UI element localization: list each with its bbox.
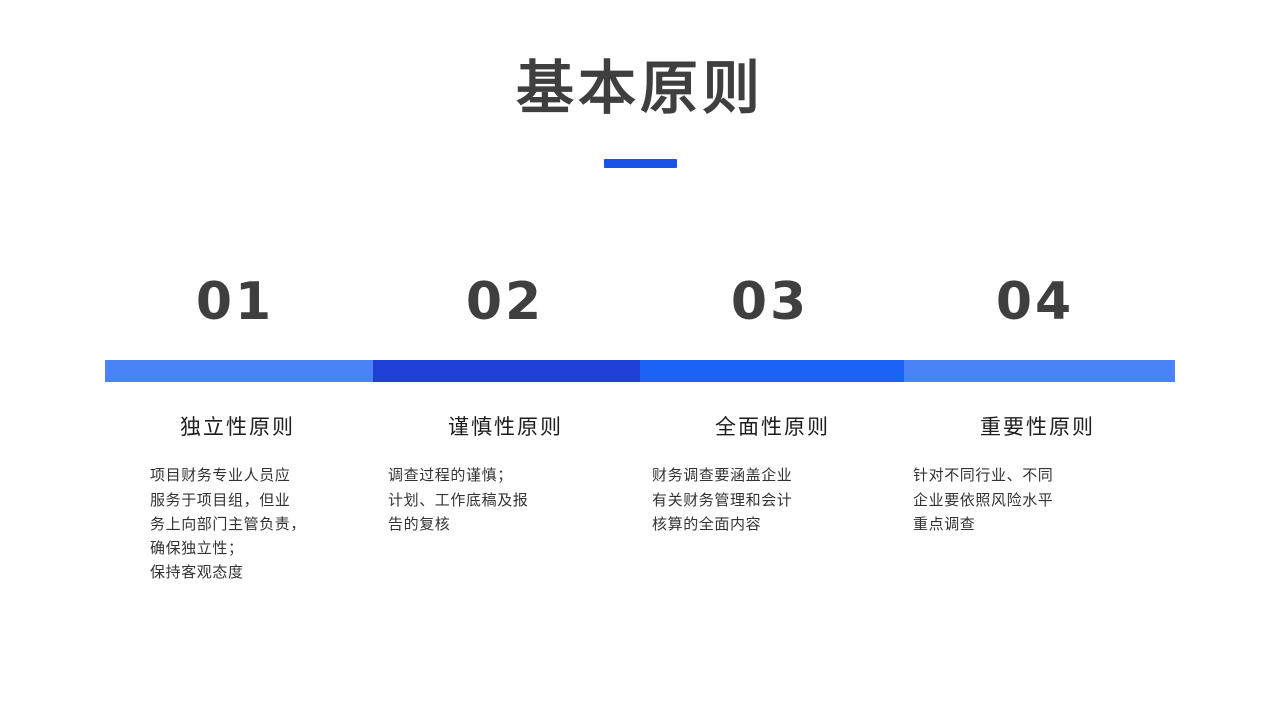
principles-columns: 独立性原则 项目财务专业人员应 服务于项目组，但业 务上向部门主管负责， 确保独… — [105, 414, 1175, 614]
title-accent-underline — [603, 158, 677, 168]
bar-segment-02 — [373, 360, 640, 382]
number-label: 01 — [195, 272, 275, 332]
principle-body: 财务调查要涵盖企业 有关财务管理和会计 核算的全面内容 — [652, 466, 793, 533]
principle-heading: 独立性原则 — [180, 415, 295, 439]
title-block: 基本原则 — [0, 56, 1280, 168]
progress-bar — [105, 360, 1175, 382]
principle-heading: 谨慎性原则 — [448, 415, 563, 439]
principle-column-01: 独立性原则 项目财务专业人员应 服务于项目组，但业 务上向部门主管负责， 确保独… — [105, 414, 370, 585]
step-number-04: 04 — [935, 276, 1135, 328]
principle-column-04: 重要性原则 针对不同行业、不同 企业要依照风险水平 重点调查 — [905, 414, 1170, 536]
bar-segment-01 — [105, 360, 373, 382]
step-number-03: 03 — [670, 276, 870, 328]
number-label: 02 — [465, 272, 545, 332]
bar-segment-03 — [640, 360, 904, 382]
principle-column-02: 谨慎性原则 调查过程的谨慎； 计划、工作底稿及报 告的复核 — [373, 414, 638, 536]
principle-body: 项目财务专业人员应 服务于项目组，但业 务上向部门主管负责， 确保独立性； 保持… — [150, 466, 307, 582]
principle-column-03: 全面性原则 财务调查要涵盖企业 有关财务管理和会计 核算的全面内容 — [640, 414, 905, 536]
step-numbers-row: 01 02 03 04 — [105, 276, 1175, 338]
bar-segment-04 — [904, 360, 1175, 382]
page-title: 基本原则 — [515, 54, 764, 122]
number-label: 04 — [995, 272, 1075, 332]
step-number-02: 02 — [405, 276, 605, 328]
principle-heading: 重要性原则 — [980, 415, 1095, 439]
step-number-01: 01 — [135, 276, 335, 328]
principle-heading: 全面性原则 — [715, 415, 830, 439]
number-label: 03 — [730, 272, 810, 332]
principle-body: 调查过程的谨慎； 计划、工作底稿及报 告的复核 — [388, 466, 529, 533]
principle-body: 针对不同行业、不同 企业要依照风险水平 重点调查 — [913, 466, 1054, 533]
